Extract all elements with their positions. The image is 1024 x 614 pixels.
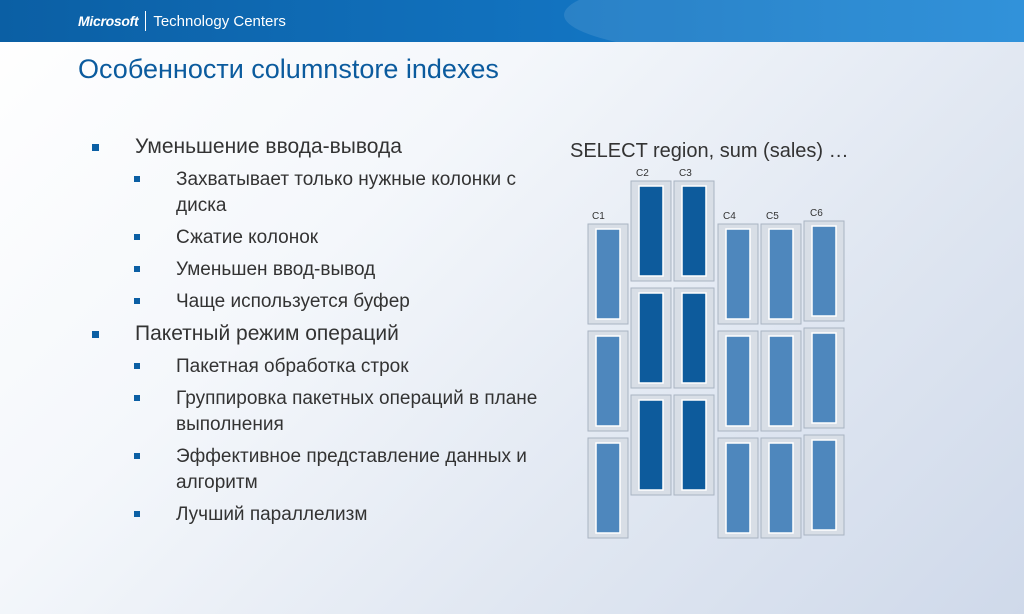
column-segment-frame bbox=[587, 437, 629, 539]
brand-name: Microsoft bbox=[78, 13, 139, 29]
sub-bullet-item: Захватывает только нужные колонки с диск… bbox=[90, 167, 560, 219]
column-segment-frame bbox=[760, 330, 802, 432]
bullet-square-icon bbox=[134, 266, 140, 272]
column-segment-selected bbox=[638, 185, 664, 277]
column-segment-frame bbox=[630, 287, 672, 389]
sub-bullet-text: Группировка пакетных операций в плане вы… bbox=[176, 388, 538, 435]
column-segment-frame bbox=[803, 327, 845, 429]
sub-bullet-text: Уменьшен ввод-вывод bbox=[176, 259, 376, 280]
column-segment bbox=[725, 228, 751, 320]
bullet-square-icon bbox=[134, 298, 140, 304]
sub-bullet-item: Лучший параллелизм bbox=[90, 502, 560, 528]
column-segment-selected bbox=[681, 292, 707, 384]
column-segment-selected bbox=[681, 185, 707, 277]
bullet-square-icon bbox=[134, 176, 140, 182]
column-segment bbox=[725, 442, 751, 534]
column-segment-frame bbox=[673, 394, 715, 496]
column-segment-frame bbox=[673, 180, 715, 282]
sub-bullet-text: Лучший параллелизм bbox=[176, 504, 368, 525]
brand-logo: Microsoft Technology Centers bbox=[78, 10, 286, 32]
column-segment bbox=[811, 439, 837, 531]
column-segment-frame bbox=[760, 437, 802, 539]
column-segment bbox=[725, 335, 751, 427]
sub-bullet-text: Эффективное представление данных и алгор… bbox=[176, 446, 527, 493]
column-segment-frame bbox=[630, 394, 672, 496]
bullet-list: Уменьшение ввода-вывода Захватывает толь… bbox=[90, 134, 560, 534]
column-segment bbox=[595, 335, 621, 427]
header-wave bbox=[564, 0, 1024, 42]
column-label: C3 bbox=[679, 168, 692, 179]
bullet-square-icon bbox=[92, 331, 99, 338]
column-label: C6 bbox=[810, 208, 823, 219]
bullet-item: Уменьшение ввода-вывода bbox=[90, 134, 560, 160]
column-segment-frame bbox=[717, 330, 759, 432]
brand-separator bbox=[145, 11, 147, 31]
column-segment-frame bbox=[803, 434, 845, 536]
bullet-square-icon bbox=[134, 395, 140, 401]
bullet-square-icon bbox=[92, 144, 99, 151]
column-segment-frame bbox=[587, 330, 629, 432]
header-bar: Microsoft Technology Centers bbox=[0, 0, 1024, 42]
column-segment-frame bbox=[803, 220, 845, 322]
sub-bullet-text: Сжатие колонок bbox=[176, 227, 319, 248]
column-segment-selected bbox=[681, 399, 707, 491]
column-segment bbox=[768, 228, 794, 320]
column-segment-selected bbox=[638, 292, 664, 384]
brand-tagline: Technology Centers bbox=[153, 12, 286, 30]
column-segment-frame bbox=[717, 223, 759, 325]
column-segment-frame bbox=[717, 437, 759, 539]
column-segment-frame bbox=[673, 287, 715, 389]
bullet-square-icon bbox=[134, 363, 140, 369]
bullet-square-icon bbox=[134, 234, 140, 240]
column-segment-selected bbox=[638, 399, 664, 491]
sub-bullet-item: Группировка пакетных операций в плане вы… bbox=[90, 386, 560, 438]
column-segment-frame bbox=[587, 223, 629, 325]
column-segment bbox=[811, 332, 837, 424]
column-segment bbox=[768, 442, 794, 534]
sub-bullet-item: Пакетная обработка строк bbox=[90, 354, 560, 380]
bullet-text: Пакетный режим операций bbox=[135, 322, 399, 345]
sql-query: SELECT region, sum (sales) … bbox=[570, 140, 849, 162]
slide-title: Особенности columnstore indexes bbox=[78, 54, 499, 84]
column-segment bbox=[595, 442, 621, 534]
column-segment bbox=[768, 335, 794, 427]
bullet-text: Уменьшение ввода-вывода bbox=[135, 135, 402, 158]
column-segment-frame bbox=[760, 223, 802, 325]
sub-bullet-text: Захватывает только нужные колонки с диск… bbox=[176, 169, 516, 216]
sub-bullet-item: Эффективное представление данных и алгор… bbox=[90, 444, 560, 496]
column-label: C2 bbox=[636, 168, 649, 179]
column-segment bbox=[595, 228, 621, 320]
sub-bullet-item: Сжатие колонок bbox=[90, 225, 560, 251]
sub-bullet-item: Уменьшен ввод-вывод bbox=[90, 257, 560, 283]
column-segment bbox=[811, 225, 837, 317]
sub-bullet-text: Пакетная обработка строк bbox=[176, 356, 409, 377]
column-label: C1 bbox=[592, 211, 605, 222]
bullet-square-icon bbox=[134, 511, 140, 517]
sub-bullet-item: Чаще используется буфер bbox=[90, 289, 560, 315]
column-label: C5 bbox=[766, 211, 779, 222]
sub-bullet-text: Чаще используется буфер bbox=[176, 291, 410, 312]
bullet-square-icon bbox=[134, 453, 140, 459]
column-segment-frame bbox=[630, 180, 672, 282]
bullet-item: Пакетный режим операций bbox=[90, 321, 560, 347]
column-label: C4 bbox=[723, 211, 736, 222]
